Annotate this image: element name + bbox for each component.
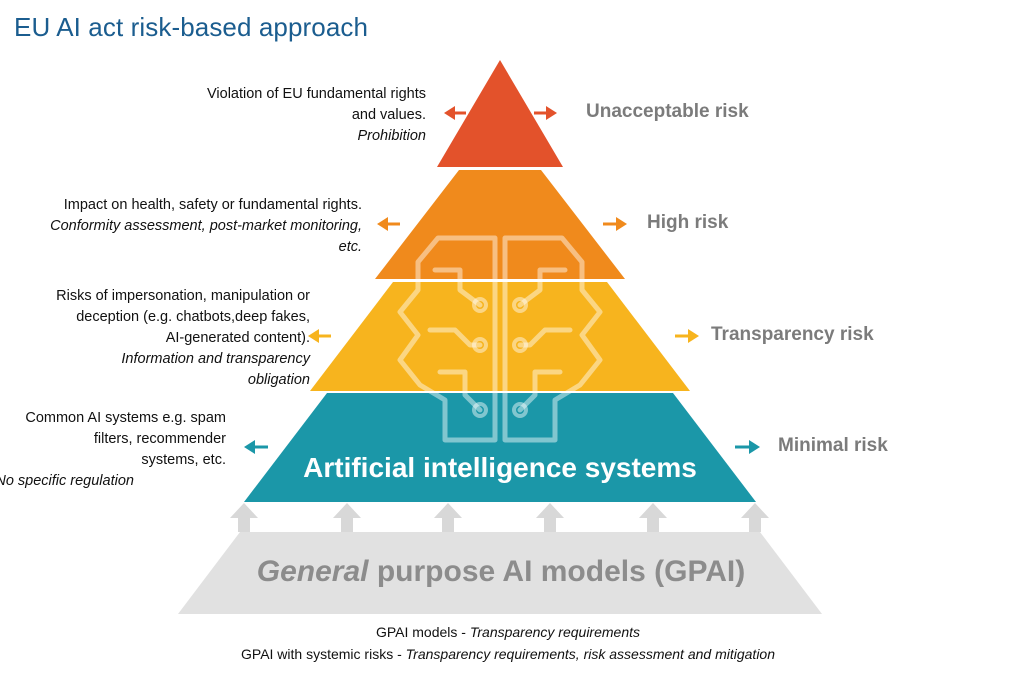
double-arrow-icon — [308, 329, 699, 343]
tier-unacceptable-band — [437, 60, 563, 167]
arrow-up-icon — [639, 503, 667, 532]
tier-minimal-description: Common AI systems e.g. spam filters, rec… — [0, 410, 226, 489]
gpai-label-rest: purpose AI models (GPAI) — [368, 555, 746, 588]
tier-minimal-risk-label: Minimal risk — [778, 435, 888, 456]
tier-transparency-description: Risks of impersonation, manipulation or … — [56, 288, 310, 388]
gpai-footer-line-1: GPAI models - Transparency requirements — [375, 624, 641, 640]
tier-transparency-band — [310, 282, 690, 391]
gpai-label-italic: General — [256, 555, 369, 588]
tier-high-risk-label: High risk — [647, 212, 729, 233]
gpai-upward-arrows — [230, 503, 769, 532]
arrow-up-icon — [230, 503, 258, 532]
arrow-up-icon — [434, 503, 462, 532]
tier-high-description: Impact on health, safety or fundamental … — [50, 197, 362, 255]
arrow-up-icon — [536, 503, 564, 532]
tier-minimal-band — [244, 393, 756, 502]
brain-circuit-icon — [397, 235, 603, 443]
tier-unacceptable-description: Violation of EU fundamental rights and v… — [207, 86, 426, 144]
gpai-band — [178, 532, 822, 614]
double-arrow-icon — [444, 106, 557, 120]
double-arrow-icon — [377, 217, 627, 231]
tier-transparency-risk-label: Transparency risk — [711, 324, 874, 345]
double-arrow-icon — [244, 440, 760, 454]
gpai-footer-line-2: GPAI with systemic risks - Transparency … — [241, 646, 775, 662]
arrow-up-icon — [741, 503, 769, 532]
tier-high-band — [375, 170, 625, 279]
page-title: EU AI act risk-based approach — [14, 12, 369, 42]
ai-systems-label: Artificial intelligence systems — [303, 452, 697, 483]
gpai-label: General purpose AI models (GPAI) — [178, 555, 824, 589]
tier-unacceptable-risk-label: Unacceptable risk — [586, 101, 749, 122]
arrow-up-icon — [333, 503, 361, 532]
brain-circuit-nodes — [472, 297, 528, 418]
